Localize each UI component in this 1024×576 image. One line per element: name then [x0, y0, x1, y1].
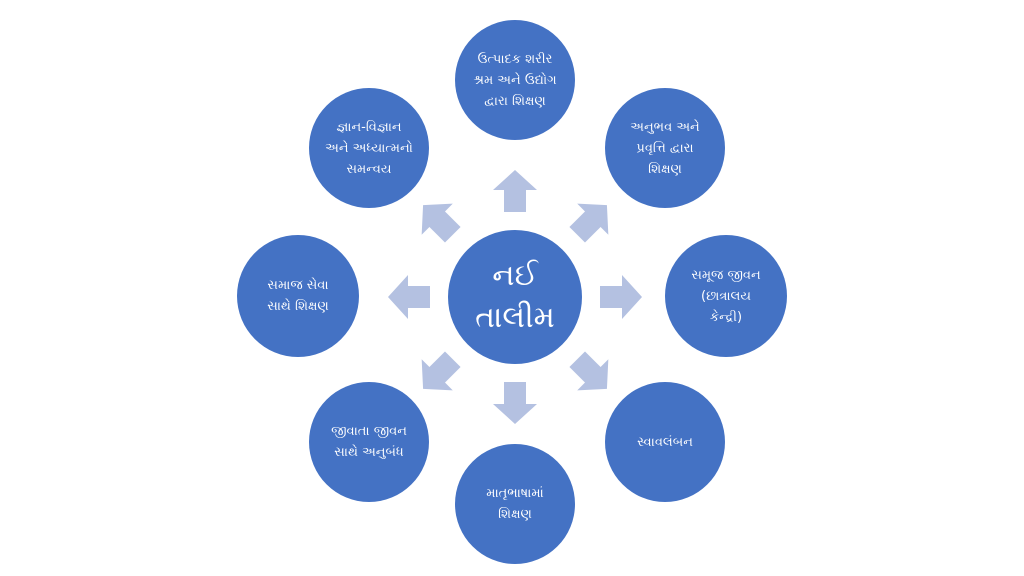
- node-label: જીવાતા જીવન સાથે અનુબંધ: [331, 424, 407, 460]
- node-top: ઉત્પાદક શરીર શ્રમ અને ઉદ્યોગ દ્વારા શિક્…: [455, 20, 575, 140]
- arrow-up: [493, 170, 537, 212]
- node-label: સમૂજ જીવન (છાત્રાલય કેન્દ્રી): [691, 267, 761, 325]
- node-label: અનુભવ અને પ્રવૃત્તિ દ્વારા શિક્ષણ: [630, 119, 700, 177]
- node-label: જ્ઞાન-વિજ્ઞાન અને અધ્યાત્મનો સમન્વય: [325, 119, 413, 177]
- node-bottom: માતૃભાષામાં શિક્ષણ: [455, 444, 575, 564]
- arrow-left: [388, 275, 430, 319]
- node-top-left: જ્ઞાન-વિજ્ઞાન અને અધ્યાત્મનો સમન્વય: [309, 88, 429, 208]
- node-label: માતૃભાષામાં શિક્ષણ: [486, 486, 544, 522]
- node-bottom-right: સ્વાવલંબન: [605, 382, 725, 502]
- center-label: નઈ તાલીમ: [475, 258, 555, 335]
- node-label: ઉત્પાદક શરીર શ્રમ અને ઉદ્યોગ દ્વારા શિક્…: [473, 51, 557, 109]
- center-circle-nai-talim: નઈ તાલીમ: [448, 230, 582, 364]
- node-right: સમૂજ જીવન (છાત્રાલય કેન્દ્રી): [665, 235, 787, 357]
- node-top-right: અનુભવ અને પ્રવૃત્તિ દ્વારા શિક્ષણ: [605, 88, 725, 208]
- node-bottom-left: જીવાતા જીવન સાથે અનુબંધ: [309, 382, 429, 502]
- node-label: સ્વાવલંબન: [637, 434, 693, 450]
- arrow-up-left: [421, 203, 461, 243]
- arrow-down-right: [569, 351, 609, 391]
- arrow-down-left: [421, 351, 461, 391]
- arrow-up-right: [569, 203, 609, 243]
- arrow-right: [600, 275, 642, 319]
- node-left: સમાજ સેવા સાથે શિક્ષણ: [237, 235, 359, 357]
- arrow-down: [493, 382, 537, 424]
- node-label: સમાજ સેવા સાથે શિક્ષણ: [267, 278, 329, 314]
